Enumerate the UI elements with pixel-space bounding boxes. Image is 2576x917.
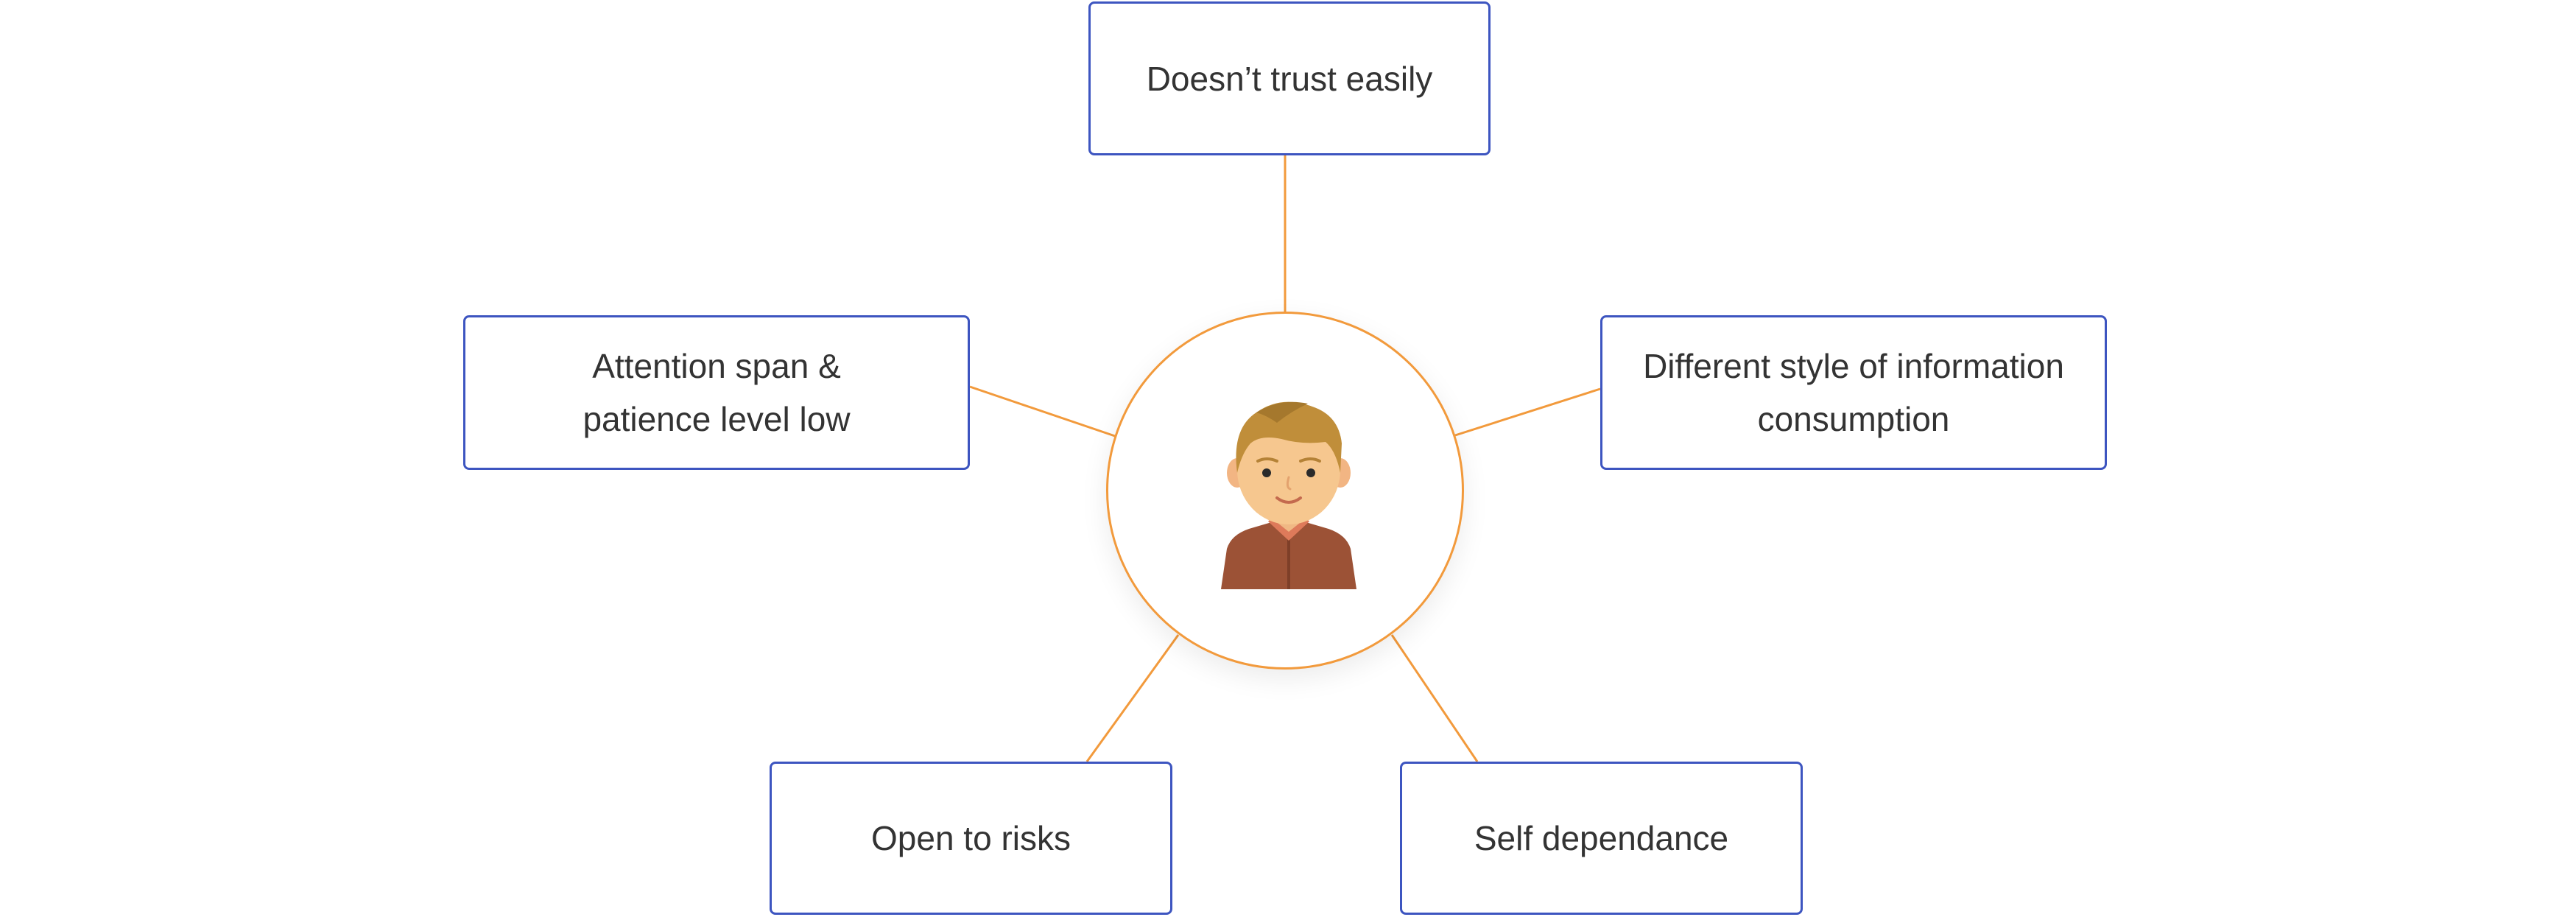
- trait-information-consumption: Different style of information consumpti…: [1600, 315, 2107, 470]
- trait-attention-span: Attention span & patience level low: [463, 315, 970, 470]
- trait-doesnt-trust-easily: Doesn’t trust easily: [1088, 1, 1491, 155]
- trait-self-dependance: Self dependance: [1400, 762, 1803, 915]
- connector-bottom-left: [1085, 634, 1180, 762]
- man-avatar-icon: [1221, 401, 1356, 589]
- trait-open-to-risks: Open to risks: [770, 762, 1172, 915]
- trait-label: Self dependance: [1474, 819, 1729, 857]
- connector-left: [969, 385, 1116, 438]
- trait-label: Attention span & patience level low: [583, 347, 851, 438]
- connector-right: [1454, 387, 1601, 437]
- trait-label: Doesn’t trust easily: [1146, 59, 1433, 98]
- trait-label: Different style of information consumpti…: [1643, 347, 2064, 438]
- connector-bottom-right: [1390, 634, 1479, 762]
- trait-label: Open to risks: [871, 819, 1071, 857]
